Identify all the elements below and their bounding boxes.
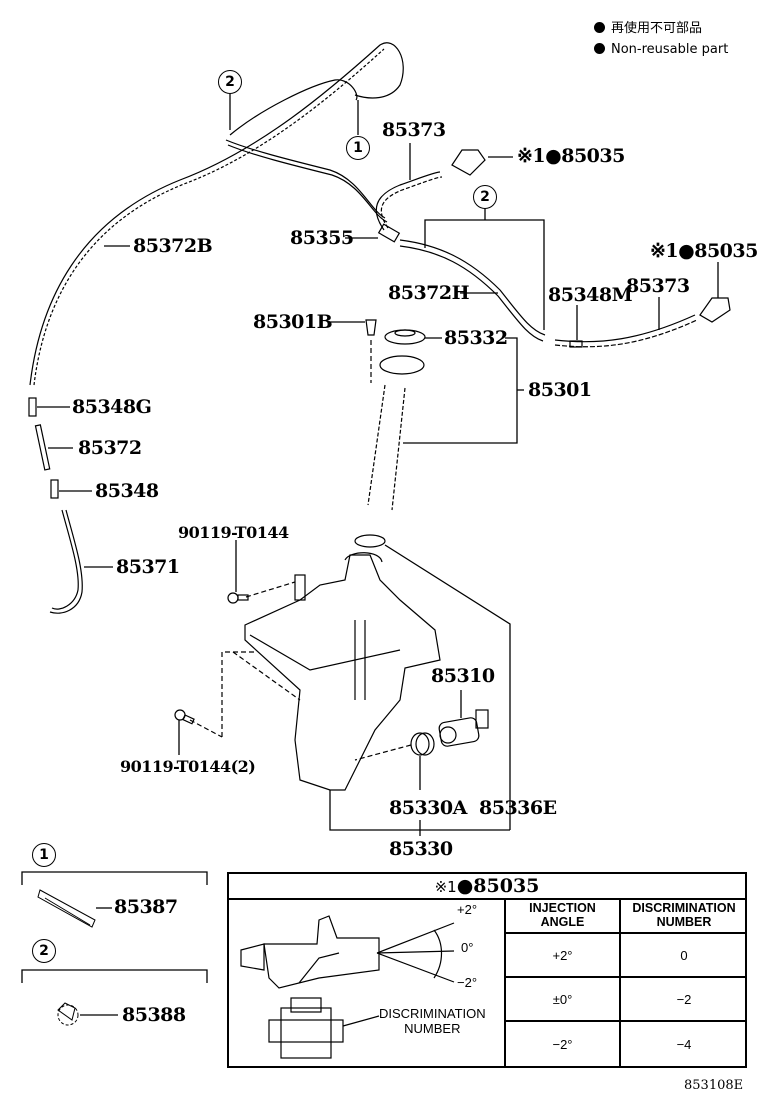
group-ref-1: 1: [32, 843, 56, 867]
tank-85330: [244, 552, 441, 791]
header-injection-angle: INJECTION ANGLE: [506, 898, 621, 934]
check-valve-85355: [377, 223, 401, 243]
group-ref-2: 2: [32, 939, 56, 963]
bolt-90119-top: [227, 592, 249, 604]
nozzle-part-number[interactable]: ●85035: [456, 875, 540, 897]
cap-85332: [384, 329, 426, 345]
table-cell-angle: ±0°: [506, 978, 621, 1022]
clip-85388: [57, 1002, 79, 1026]
legend-label: 再使用不可部品: [611, 21, 703, 36]
callout-ref-1: 1: [346, 136, 370, 160]
angle-label-plus: +2°: [457, 902, 478, 917]
part-label-85348[interactable]: 85348: [95, 480, 159, 502]
nozzle-spec-grid: INJECTION ANGLE DISCRIMINATION NUMBER +2…: [504, 898, 747, 1066]
hose-85371: [49, 509, 83, 614]
hose-85373-top: [375, 171, 443, 231]
callout-ref-2: 2: [473, 185, 497, 209]
legend-item-non-reusable-en: Non-reusable part: [594, 43, 728, 56]
part-label-90119-T0144-qty2[interactable]: 90119-T0144(2): [120, 757, 256, 776]
hose-85372H: [225, 79, 546, 342]
part-label-85372[interactable]: 85372: [78, 437, 142, 459]
callout-ref-2: 2: [218, 70, 242, 94]
table-cell-number: 0: [621, 934, 747, 978]
part-label-85355[interactable]: 85355: [290, 227, 354, 249]
nozzle-85035-top: [451, 149, 486, 176]
angle-label-zero: 0°: [461, 940, 474, 955]
part-label-85336E[interactable]: 85336E: [479, 797, 557, 819]
part-label-85301B[interactable]: 85301B: [253, 311, 333, 333]
nozzle-spec-table: ※1●85035 +2° 0° −2° DISCRIMINATION NUMBE…: [227, 872, 747, 1068]
filled-circle-icon: [594, 22, 605, 33]
table-cell-angle: +2°: [506, 934, 621, 978]
part-label-85330A[interactable]: 85330A: [389, 797, 467, 819]
part-label-85372B[interactable]: 85372B: [133, 235, 213, 257]
part-label-85372H[interactable]: 85372H: [388, 282, 470, 304]
note-mark: ※1: [434, 878, 457, 896]
discrimination-number-label: DISCRIMINATION NUMBER: [379, 1006, 486, 1036]
grommet-85330A: [410, 732, 435, 756]
part-label-85348M[interactable]: 85348M: [548, 284, 633, 306]
part-label-85348G[interactable]: 85348G: [72, 396, 152, 418]
nozzle-85035-right: [699, 297, 731, 323]
connector-85348M: [569, 340, 583, 348]
filler-pipe-85301: [367, 384, 406, 511]
hose-85373-right: [554, 314, 698, 348]
part-label-85388[interactable]: 85388: [122, 1004, 186, 1026]
clip-85301B: [365, 319, 377, 336]
seal-85336E: [354, 534, 386, 548]
filled-circle-icon: [594, 43, 605, 54]
angle-label-minus: −2°: [457, 975, 478, 990]
connector-85348G: [28, 397, 37, 417]
part-label-85373-right[interactable]: 85373: [626, 275, 690, 297]
nozzle-table-title: ※1●85035: [229, 874, 745, 900]
part-label-85387[interactable]: 85387: [114, 896, 178, 918]
part-label-90119-T0144[interactable]: 90119-T0144: [178, 523, 289, 542]
legend-item-non-reusable-jp: 再使用不可部品: [594, 22, 702, 35]
part-label-85035-right[interactable]: ※1●85035: [650, 240, 758, 262]
hose-85372: [34, 424, 51, 471]
diagram-code: 853108E: [684, 1078, 744, 1093]
part-label-85373-top[interactable]: 85373: [382, 119, 446, 141]
part-label-85035-top[interactable]: ※1●85035: [517, 145, 625, 167]
nozzle-illustration: [240, 915, 455, 1059]
table-cell-number: −4: [676, 1036, 692, 1052]
part-label-85332[interactable]: 85332: [444, 327, 508, 349]
part-label-85330[interactable]: 85330: [389, 838, 453, 860]
clamp-85387: [37, 889, 96, 928]
pump-85310: [438, 709, 489, 747]
part-label-85310[interactable]: 85310: [431, 665, 495, 687]
legend-label: Non-reusable part: [611, 42, 729, 57]
bolt-90119-bottom: [174, 709, 195, 725]
hose-85372B: [29, 42, 404, 386]
part-label-85371[interactable]: 85371: [116, 556, 180, 578]
connector-85348: [50, 479, 59, 499]
header-discrimination-number: DISCRIMINATION NUMBER: [621, 898, 747, 934]
filler-pipe-mouth: [379, 355, 425, 375]
table-cell-angle: −2°: [506, 1022, 621, 1066]
part-label-85301[interactable]: 85301: [528, 379, 592, 401]
table-cell-number: −2: [621, 978, 747, 1022]
